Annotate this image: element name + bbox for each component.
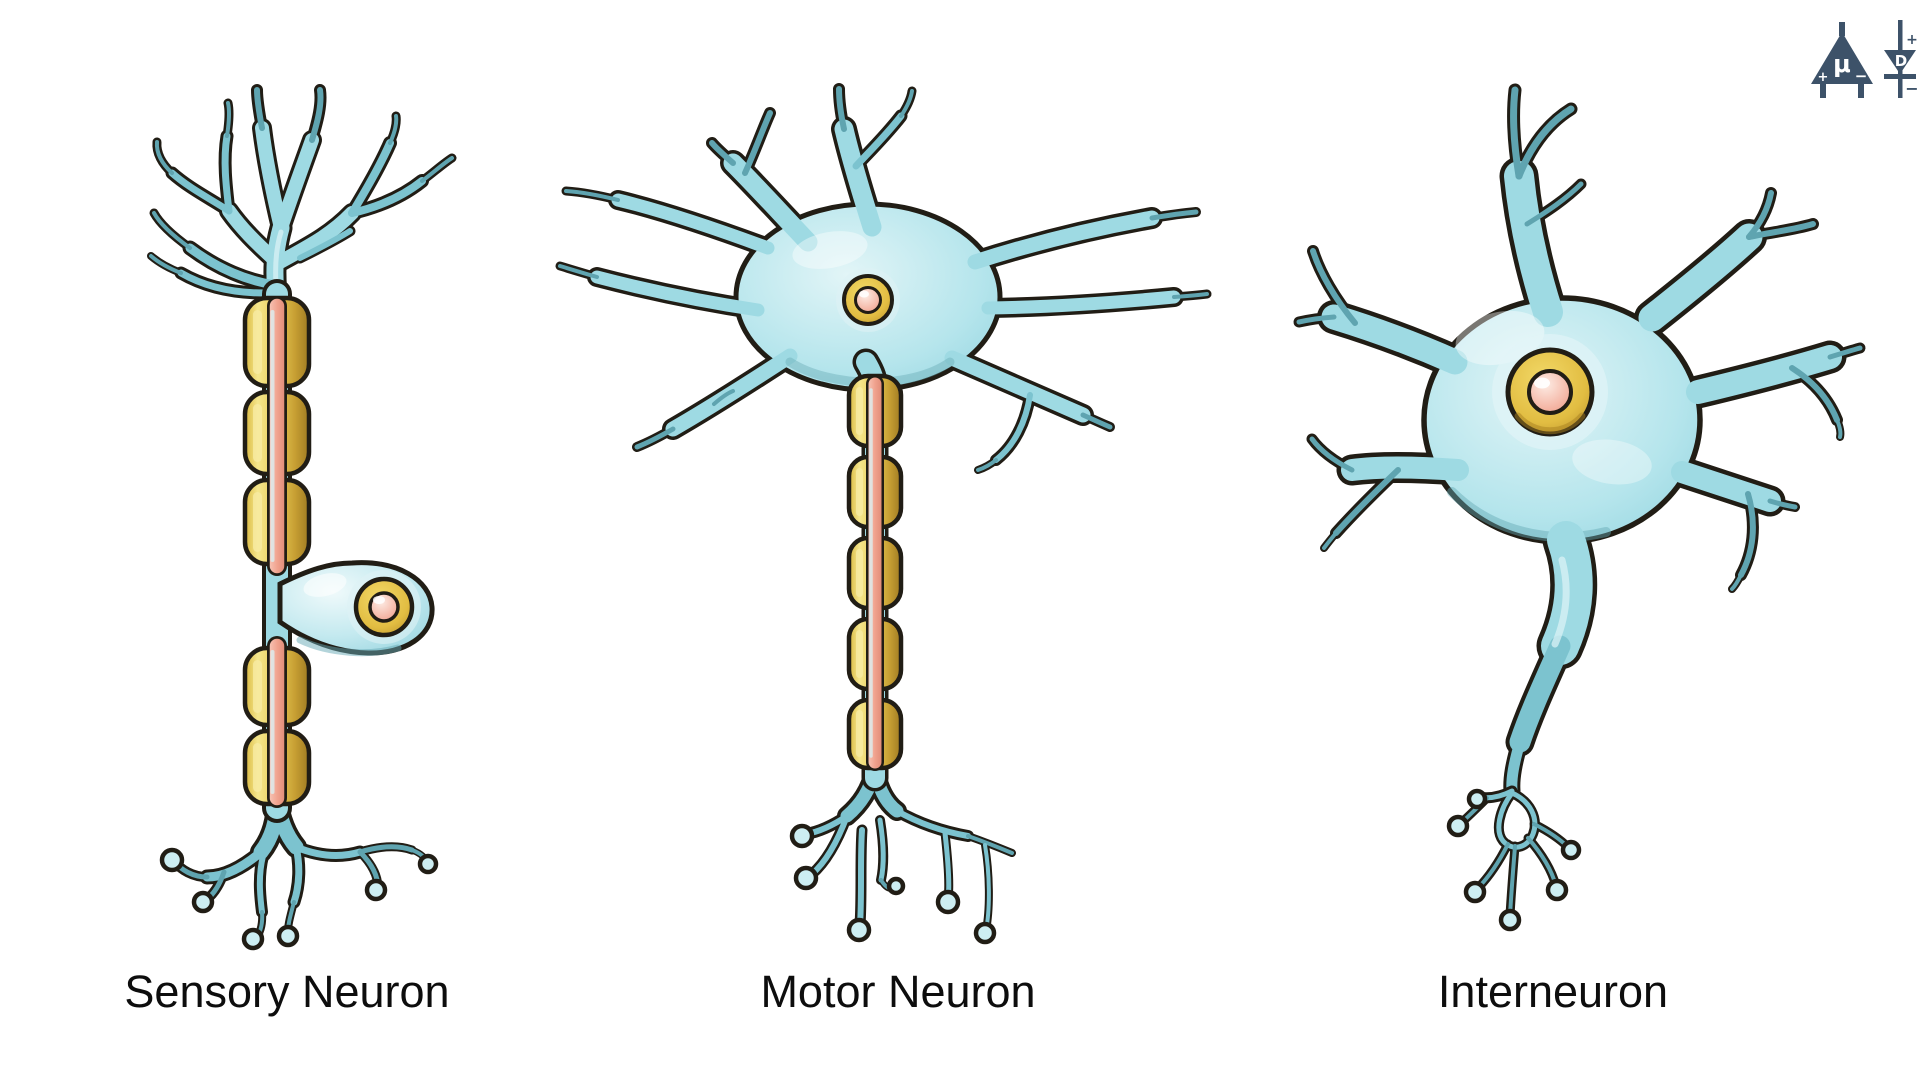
interneuron-illustration [1293,83,1866,932]
sensory-neuron-illustration [147,84,457,951]
terminal-bouton [1463,880,1487,904]
sensory-axon-terminals [159,789,439,951]
motor-nucleus [836,268,900,332]
nucleolus [1527,369,1573,415]
svg-text:−: − [1905,79,1918,98]
terminal-bouton [364,878,388,902]
terminal-bouton [191,890,215,914]
terminal-bouton [241,927,265,951]
terminal-bouton [276,924,300,948]
motor-neuron-illustration [555,83,1212,945]
terminal-bouton [1545,878,1569,902]
motor-axon-core [866,375,884,771]
terminal-bouton [1498,908,1522,932]
motor-axon-terminals [789,760,1016,945]
interneuron-label: Interneuron [1437,966,1669,1017]
svg-text:+: + [1906,32,1918,48]
sensory-cell-body [277,560,435,657]
opamp-symbol-icon: μ + − [1811,22,1873,98]
interneuron-axon-fill [1506,521,1593,797]
terminal-bouton [159,847,185,873]
terminal-bouton [417,853,439,875]
diode-symbol-icon: D + − [1884,20,1919,98]
terminal-bouton [846,917,872,943]
terminal-bouton [886,876,906,896]
sensory-neuron-label: Sensory Neuron [124,966,450,1017]
terminal-bouton [1446,814,1470,838]
terminal-bouton [793,865,819,891]
svg-text:D: D [1895,52,1907,70]
nucleolus [854,286,882,314]
terminal-bouton [973,921,997,945]
motor-neuron-label: Motor Neuron [760,966,1036,1017]
svg-text:−: − [1855,67,1868,85]
svg-text:μ: μ [1833,50,1851,78]
svg-text:+: + [1818,70,1829,85]
sensory-axon-core [267,296,287,808]
opamp-diode-logo: μ + − D + − [1811,20,1919,98]
interneuron-nucleus [1492,334,1608,450]
nucleolus [368,591,400,623]
terminal-bouton [1560,839,1582,861]
terminal-bouton [935,889,961,915]
terminal-bouton [1466,788,1488,810]
interneuron-dendrites-fill [1296,86,1863,591]
terminal-bouton [789,823,815,849]
sensory-dendrites [147,84,457,314]
interneuron-axon-terminals [1446,785,1582,932]
